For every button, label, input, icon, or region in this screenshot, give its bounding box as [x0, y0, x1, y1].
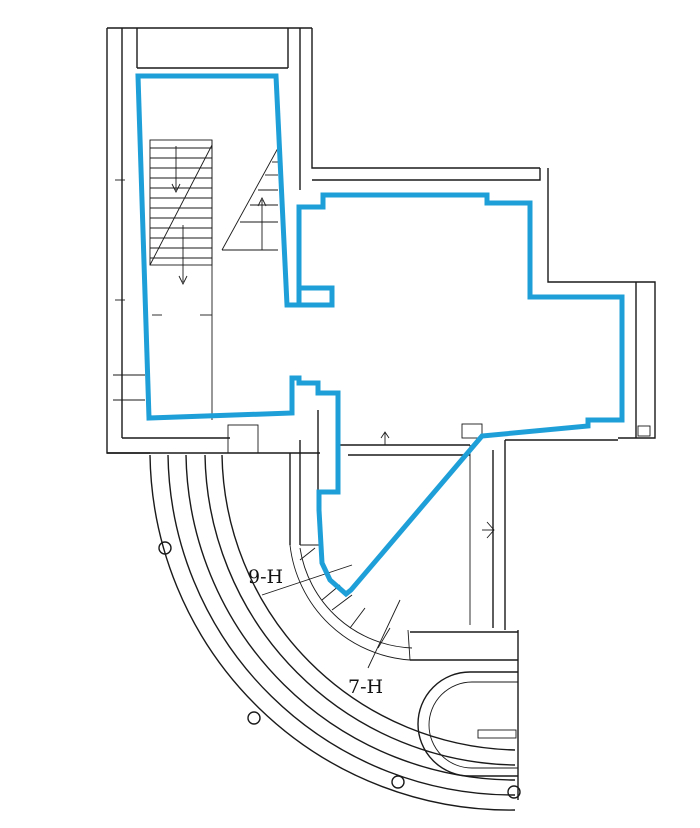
- curved-terrace: [149, 454, 521, 811]
- lower-walls: [107, 410, 320, 546]
- room-label-7h: 7-H: [348, 676, 383, 698]
- room-label-9h: 9-H: [248, 566, 283, 588]
- staircase: [149, 139, 279, 420]
- left-tower-walls: [106, 27, 540, 454]
- highlighted-area-outline: [135, 73, 625, 598]
- right-block-walls: [312, 168, 656, 800]
